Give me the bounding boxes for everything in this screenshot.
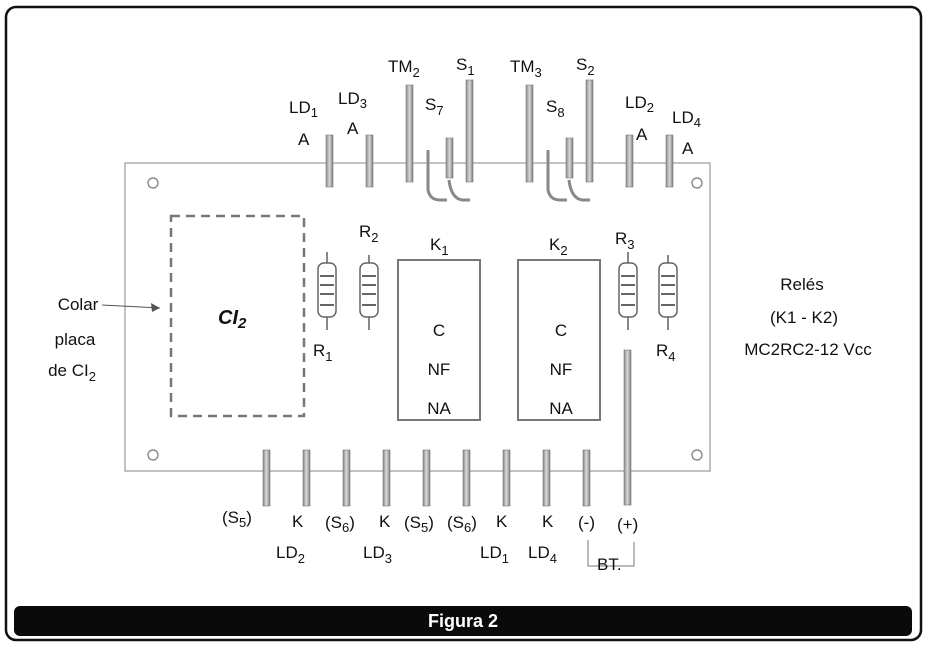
- pin-b5: [422, 449, 431, 507]
- pin-s1: [465, 79, 474, 183]
- pin-b7: [502, 449, 511, 507]
- pointer-arrow-head: [151, 303, 160, 312]
- top-pins: [325, 79, 674, 202]
- label-b4: LD3: [363, 543, 392, 566]
- relay-k2-label: K2: [549, 235, 568, 258]
- side-note-right-line3: MC2RC2-12 Vcc: [744, 340, 872, 359]
- label-tm3: TM3: [510, 57, 542, 80]
- pin-b9: [582, 449, 591, 507]
- relay-k1-pin-na: NA: [427, 399, 451, 418]
- positive-lead-wire: [623, 349, 632, 506]
- label-ld1-pin: A: [298, 130, 310, 149]
- resistor-r1-label: R1: [313, 341, 333, 364]
- pin-s7: [445, 137, 454, 179]
- pin-s2: [585, 79, 594, 183]
- relay-k2-pin-na: NA: [549, 399, 573, 418]
- label-ld1: LD1: [289, 98, 318, 120]
- label-b2: LD2: [276, 543, 305, 566]
- label-b2-pin: K: [292, 512, 304, 531]
- wire-s7-bend-a: [426, 150, 447, 202]
- pin-ld4-a: [665, 134, 674, 188]
- mounting-hole-top-left: [147, 177, 159, 189]
- pin-b1: [262, 449, 271, 507]
- label-b7-pin: K: [496, 512, 508, 531]
- ic-label: CI2: [218, 307, 247, 332]
- resistor-r3: [618, 252, 638, 330]
- label-ld4: LD4: [672, 108, 701, 130]
- mounting-hole-top-right: [691, 177, 703, 189]
- resistor-r2-label: R2: [359, 222, 379, 245]
- label-ld3: LD3: [338, 89, 367, 111]
- pin-ld3-a: [365, 134, 374, 188]
- label-tm2: TM2: [388, 57, 420, 80]
- label-ld4-pin: A: [682, 139, 694, 158]
- pin-tm3: [525, 84, 534, 183]
- wire-s8-bend-a: [546, 150, 567, 202]
- label-b10: (+): [617, 515, 638, 534]
- relay-k2-body: [517, 259, 601, 421]
- label-b9: (-): [578, 513, 595, 532]
- label-b8: LD4: [528, 543, 557, 566]
- side-note-left-line1: Colar: [58, 295, 99, 314]
- mounting-hole-bottom-right: [691, 449, 703, 461]
- relay-k1-label: K1: [430, 235, 449, 258]
- relay-k2-pin-c: C: [555, 321, 567, 340]
- resistor-r4: [658, 255, 678, 330]
- side-note-left-line2: placa: [55, 330, 96, 349]
- battery-bracket: [587, 540, 635, 567]
- relay-k1-pin-c: C: [433, 321, 445, 340]
- relay-k2-pin-nf: NF: [550, 360, 573, 379]
- side-note-right-line2: (K1 - K2): [770, 308, 838, 327]
- label-b8-pin: K: [542, 512, 554, 531]
- label-s2: S2: [576, 55, 595, 78]
- resistor-r3-label: R3: [615, 229, 635, 252]
- pin-tm2: [405, 84, 414, 183]
- label-b4-pin: K: [379, 512, 391, 531]
- label-b7: LD1: [480, 543, 509, 566]
- wire-s8-bend-b: [567, 179, 590, 202]
- battery-label: BT.: [597, 555, 622, 574]
- resistor-r4-label: R4: [656, 341, 676, 364]
- label-s1: S1: [456, 55, 475, 78]
- pin-s8: [565, 137, 574, 179]
- wire-s7-bend-b: [447, 179, 470, 202]
- resistor-r1: [317, 252, 337, 330]
- pin-b6: [462, 449, 471, 507]
- pin-ld2-a: [625, 134, 634, 188]
- side-note-left-line3: de CI2: [48, 361, 96, 384]
- label-b1: (S5): [222, 508, 252, 530]
- pin-b3: [342, 449, 351, 507]
- label-b3: (S6): [325, 513, 355, 535]
- pin-b2: [302, 449, 311, 507]
- pin-b4: [382, 449, 391, 507]
- resistor-r2: [359, 255, 379, 330]
- mounting-hole-bottom-left: [147, 449, 159, 461]
- label-ld2: LD2: [625, 93, 654, 115]
- bottom-pins: [262, 449, 591, 507]
- label-ld2-pin: A: [636, 125, 648, 144]
- pin-ld1-a: [325, 134, 334, 188]
- figure-caption: Figura 2: [428, 611, 498, 631]
- label-b5: (S5): [404, 513, 434, 535]
- relay-k1-pin-nf: NF: [428, 360, 451, 379]
- side-note-right-line1: Relés: [780, 275, 823, 294]
- label-s7: S7: [425, 95, 444, 118]
- relay-k1-body: [397, 259, 481, 421]
- pointer-arrow-line: [101, 304, 161, 309]
- ic-placeholder: [169, 214, 306, 418]
- pin-b8: [542, 449, 551, 507]
- caption-bar: [14, 606, 912, 636]
- label-ld3-pin: A: [347, 119, 359, 138]
- label-s8: S8: [546, 97, 565, 120]
- label-b6: (S6): [447, 513, 477, 535]
